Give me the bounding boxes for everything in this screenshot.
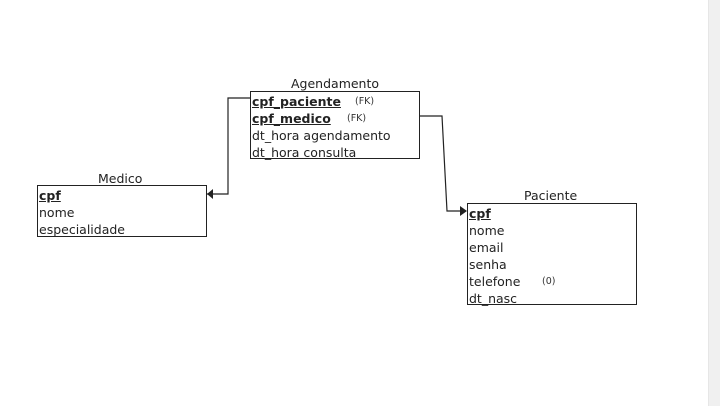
- fk-tag: (FK): [355, 96, 375, 107]
- attribute-row: senha: [469, 256, 636, 273]
- attribute-row: email: [469, 239, 636, 256]
- optional-tag: (0): [542, 276, 556, 287]
- attribute-name: especialidade: [39, 222, 125, 237]
- medico-entity[interactable]: cpf nome especialidade: [37, 185, 207, 237]
- attribute-row: dt_hora consulta: [252, 144, 419, 161]
- attribute-row: cpf_medico (FK): [252, 110, 419, 127]
- attribute-name: cpf: [39, 188, 61, 203]
- attribute-row: nome: [39, 204, 206, 221]
- attribute-name: cpf_medico: [252, 111, 331, 126]
- link-agendamento-paciente: [419, 115, 466, 212]
- attribute-row: nome: [469, 222, 636, 239]
- fk-tag: (FK): [347, 113, 367, 124]
- attribute-name: nome: [469, 223, 505, 238]
- attribute-row: cpf: [469, 205, 636, 222]
- agendamento-title: Agendamento: [291, 76, 380, 91]
- attribute-name: telefone: [469, 274, 521, 289]
- arrowhead-paciente: [460, 206, 467, 216]
- attribute-row: cpf_paciente (FK): [252, 93, 419, 110]
- attribute-name: nome: [39, 205, 75, 220]
- attribute-name: dt_nasc: [469, 291, 518, 306]
- scrollbar-track[interactable]: [708, 0, 720, 406]
- attribute-row: especialidade: [39, 221, 206, 238]
- attribute-name: cpf: [469, 206, 491, 221]
- paciente-title: Paciente: [524, 188, 578, 203]
- medico-title: Medico: [98, 171, 143, 186]
- arrowhead-medico: [207, 189, 213, 199]
- attribute-name: email: [469, 240, 504, 255]
- attribute-name: senha: [469, 257, 507, 272]
- agendamento-entity[interactable]: cpf_paciente (FK) cpf_medico (FK) dt_hor…: [250, 91, 420, 161]
- attribute-row: cpf: [39, 187, 206, 204]
- attribute-row: dt_hora agendamento: [252, 127, 419, 144]
- paciente-entity[interactable]: cpf nome email senha telefone (0) dt_nas…: [467, 203, 637, 307]
- attribute-row: telefone (0): [469, 273, 636, 290]
- attribute-row: dt_nasc: [469, 290, 636, 307]
- attribute-name: dt_hora agendamento: [252, 128, 391, 143]
- attribute-name: cpf_paciente: [252, 94, 341, 109]
- attribute-name: dt_hora consulta: [252, 145, 357, 160]
- link-agendamento-medico: [207, 97, 251, 195]
